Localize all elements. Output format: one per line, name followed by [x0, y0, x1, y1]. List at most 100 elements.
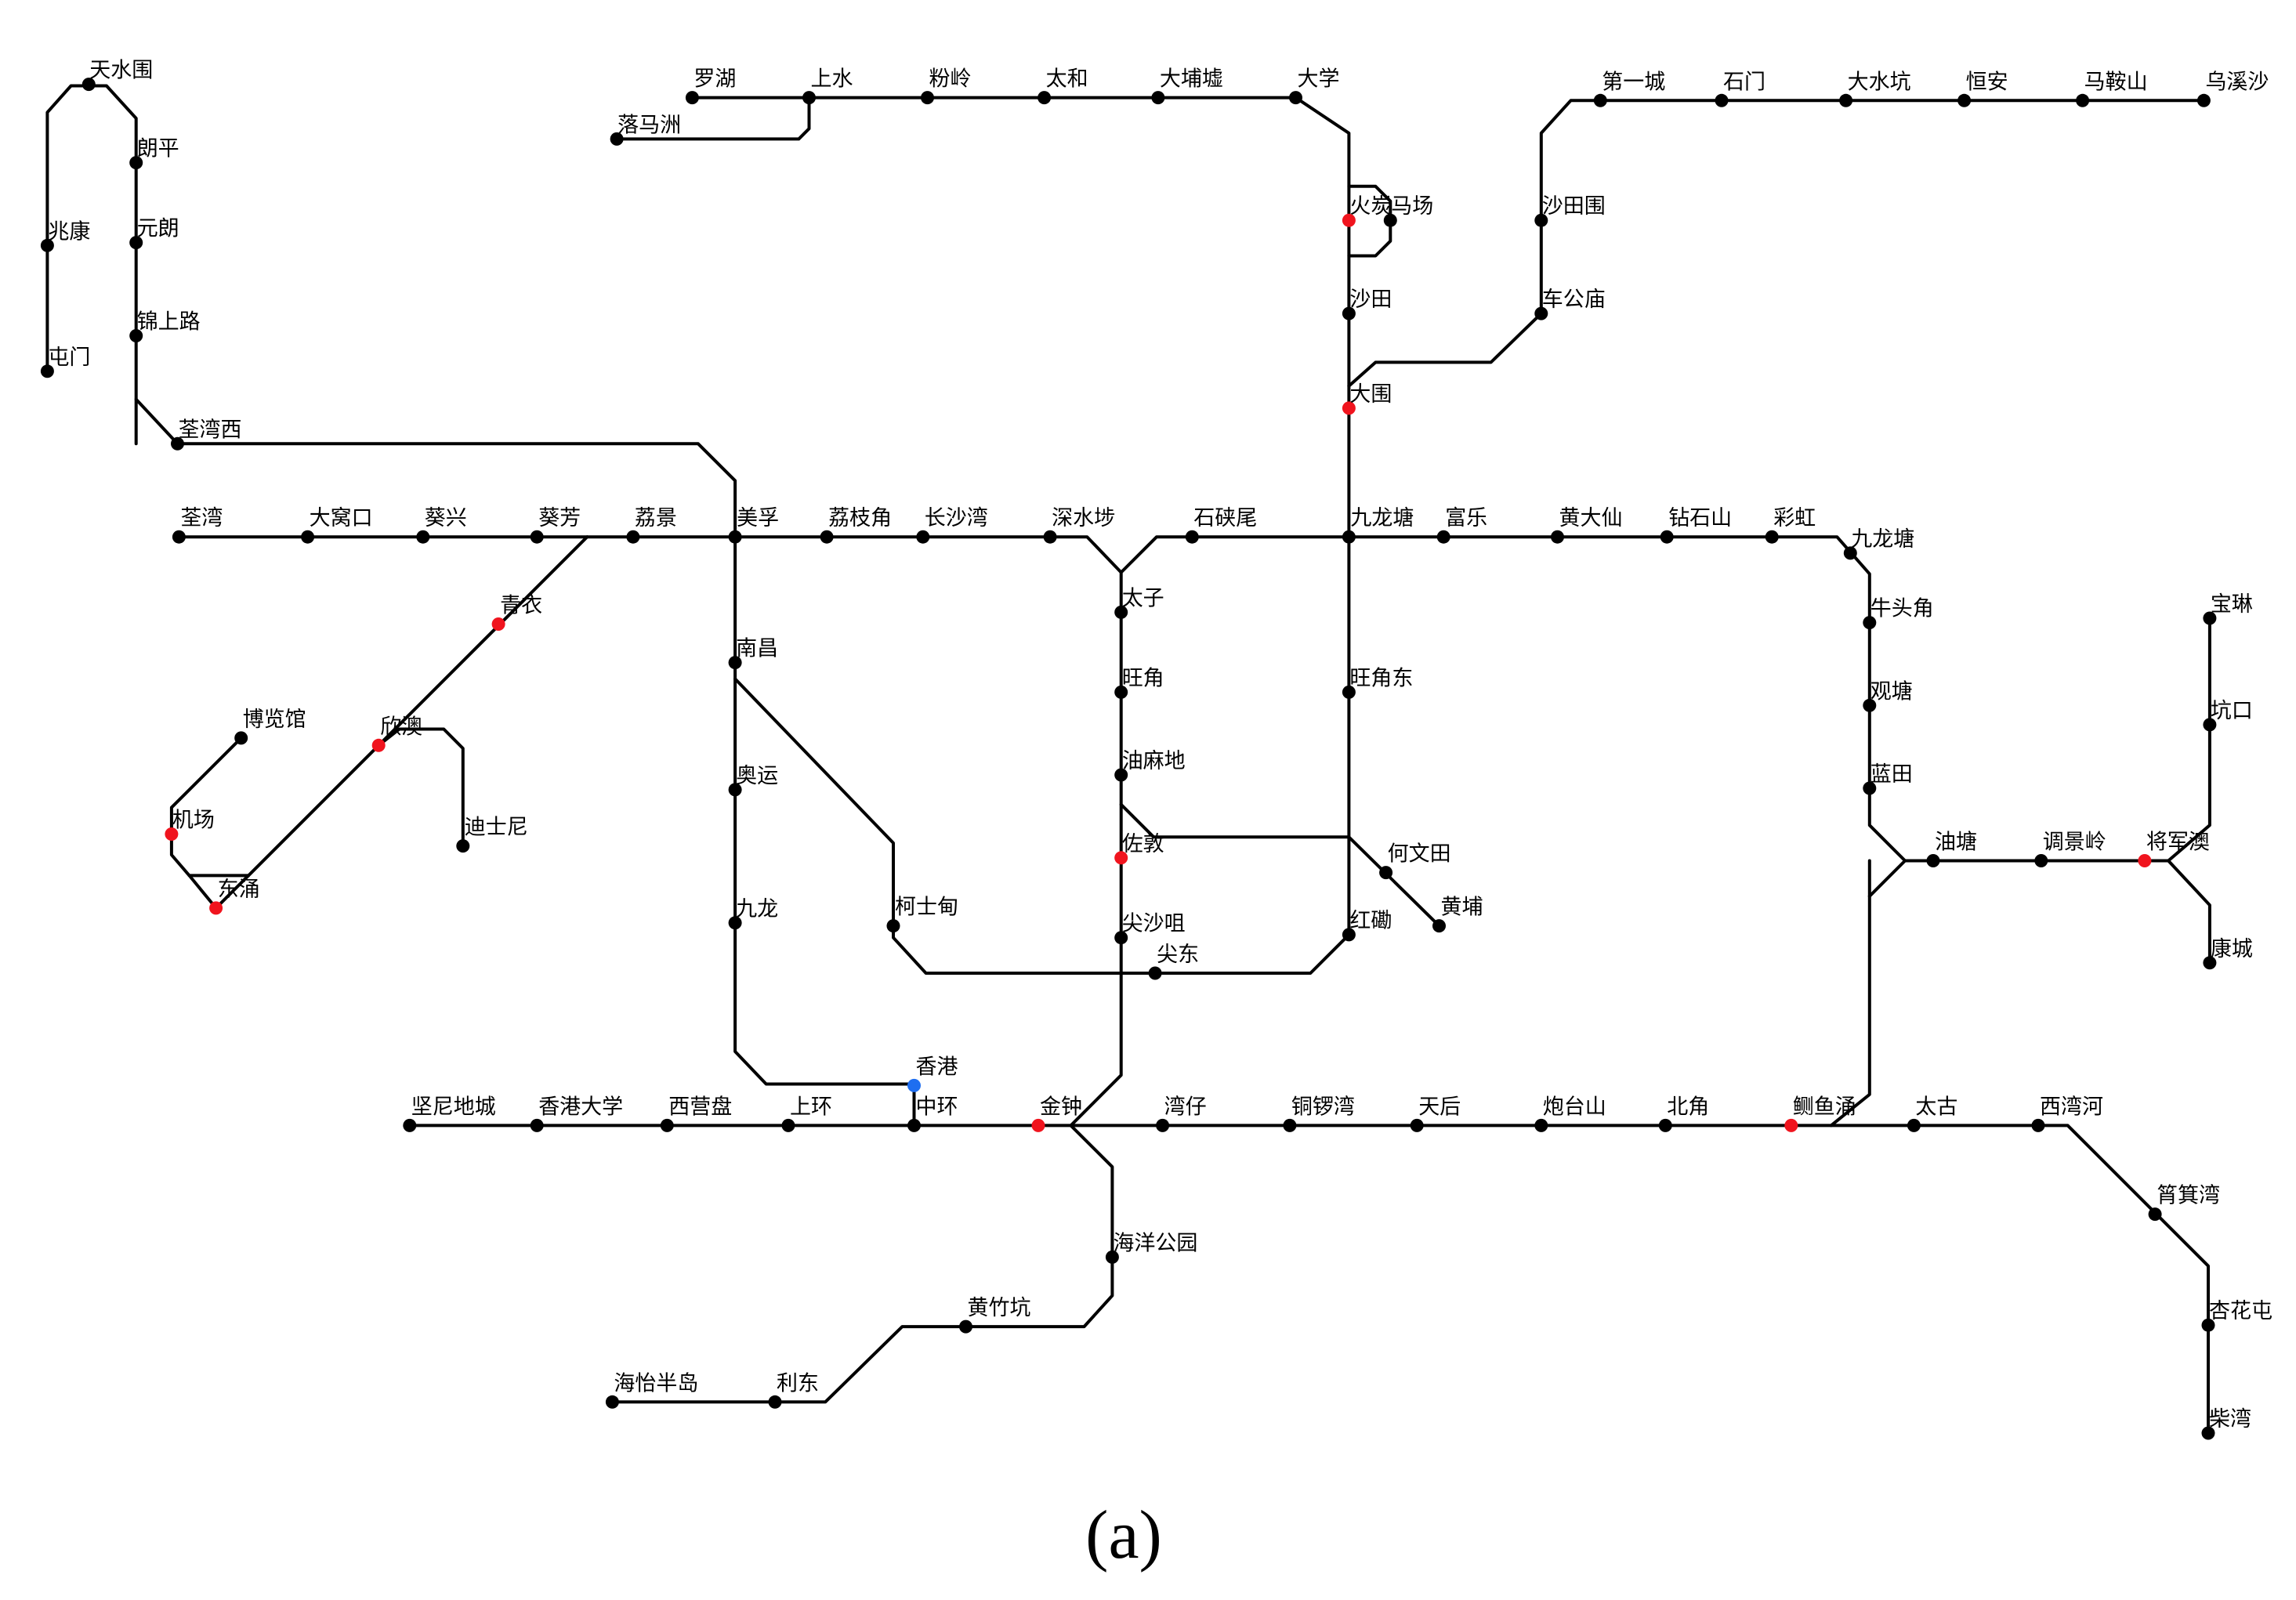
station-marker-shatianwei[interactable]	[1534, 213, 1548, 227]
station-marker-huangzhukeng[interactable]	[959, 1319, 972, 1334]
station-marker-wangjiaodong[interactable]	[1342, 685, 1356, 699]
station-marker-zhaokang[interactable]	[40, 238, 54, 252]
station-marker-guantang[interactable]	[1863, 698, 1877, 712]
station-marker-fenling[interactable]	[921, 91, 934, 105]
station-label-diyicheng: 第一城	[1602, 70, 1665, 94]
station-marker-hewentian[interactable]	[1379, 866, 1393, 880]
station-marker-beijiao[interactable]	[1658, 1118, 1672, 1132]
station-marker-shenshuibu[interactable]	[1043, 530, 1057, 544]
station-marker-wuxisha[interactable]	[2196, 93, 2211, 107]
station-marker-luohu[interactable]	[685, 91, 699, 105]
station-marker-nanchang[interactable]	[728, 656, 742, 670]
station-marker-shatian[interactable]	[1342, 306, 1356, 320]
station-label-shimen: 石门	[1723, 70, 1765, 94]
station-marker-jiulongtang2[interactable]	[1843, 546, 1857, 560]
station-marker-machang[interactable]	[1383, 213, 1397, 227]
station-marker-dishini[interactable]	[456, 839, 470, 853]
station-marker-jinzhong[interactable]	[1031, 1118, 1045, 1132]
station-marker-niutoujiao[interactable]	[1863, 616, 1877, 630]
station-marker-huotan[interactable]	[1342, 213, 1356, 227]
station-label-dishini: 迪士尼	[465, 816, 528, 840]
station-marker-lantian[interactable]	[1863, 781, 1877, 795]
station-marker-kuifang[interactable]	[530, 530, 544, 544]
station-marker-haiyanggongyuan[interactable]	[1105, 1250, 1119, 1264]
station-marker-zhonghuan[interactable]	[907, 1118, 921, 1132]
station-marker-tianshuiwei[interactable]	[81, 78, 96, 92]
station-marker-lidong[interactable]	[768, 1395, 782, 1409]
station-marker-daxue[interactable]	[1289, 91, 1302, 105]
station-marker-dawei[interactable]	[1342, 401, 1356, 415]
station-marker-tianhou[interactable]	[1410, 1118, 1424, 1132]
station-marker-meifu[interactable]	[728, 530, 742, 544]
station-marker-wanzai[interactable]	[1156, 1118, 1170, 1132]
station-marker-quanwanxi[interactable]	[171, 436, 184, 451]
station-marker-caihong[interactable]	[1765, 530, 1779, 544]
station-marker-taihe[interactable]	[1038, 91, 1052, 105]
station-marker-baolin[interactable]	[2203, 611, 2217, 625]
station-marker-changshawan[interactable]	[916, 530, 930, 544]
station-marker-maanshan[interactable]	[2076, 93, 2090, 107]
station-marker-xinghuatun[interactable]	[2201, 1318, 2215, 1332]
station-marker-huangdaxian[interactable]	[1551, 530, 1564, 544]
station-marker-xiyingpan[interactable]	[660, 1118, 674, 1132]
station-marker-shimen[interactable]	[1715, 93, 1729, 107]
station-marker-dashuikeng[interactable]	[1839, 93, 1853, 107]
station-label-luomazhou: 落马洲	[617, 113, 681, 137]
station-marker-jichang[interactable]	[165, 827, 179, 841]
station-marker-qingyi[interactable]	[491, 617, 505, 631]
station-marker-yuanlang[interactable]	[129, 236, 143, 250]
station-marker-luomazhou[interactable]	[610, 132, 624, 146]
station-marker-dabuxu[interactable]	[1151, 91, 1165, 105]
station-marker-jiangjunao[interactable]	[2138, 854, 2152, 867]
station-marker-shixiawei[interactable]	[1185, 530, 1199, 544]
station-marker-aoyun[interactable]	[728, 783, 742, 797]
station-marker-bolanguan[interactable]	[234, 731, 248, 745]
station-marker-zuodun[interactable]	[1114, 851, 1128, 865]
station-marker-quanwan[interactable]	[172, 530, 186, 544]
station-marker-langping[interactable]	[129, 156, 143, 170]
station-marker-keshidian[interactable]	[886, 919, 900, 933]
station-marker-xiwanhe[interactable]	[2031, 1118, 2045, 1132]
station-marker-jiannidicheng[interactable]	[403, 1118, 417, 1132]
station-marker-taigu[interactable]	[1907, 1118, 1921, 1132]
station-marker-wangjiao[interactable]	[1114, 685, 1128, 699]
station-marker-tunmen[interactable]	[40, 364, 54, 378]
station-label-meifu: 美孚	[737, 506, 779, 530]
station-marker-xianggangdaxue[interactable]	[530, 1118, 544, 1132]
station-marker-kengkou[interactable]	[2203, 718, 2217, 732]
station-marker-dawokou[interactable]	[301, 530, 315, 544]
station-marker-hengan[interactable]	[1957, 93, 1972, 107]
station-marker-jiulong[interactable]	[728, 916, 742, 930]
station-marker-xinao[interactable]	[371, 738, 386, 752]
station-marker-fule[interactable]	[1436, 530, 1450, 544]
station-marker-diyicheng[interactable]	[1593, 93, 1607, 107]
station-marker-lizhijiao[interactable]	[820, 530, 834, 544]
station-marker-lijing[interactable]	[626, 530, 640, 544]
station-marker-shanghuan[interactable]	[781, 1118, 795, 1132]
station-marker-kuixing[interactable]	[416, 530, 430, 544]
station-marker-youmadi[interactable]	[1114, 768, 1128, 782]
station-marker-tongluowan[interactable]	[1283, 1118, 1297, 1132]
station-label-aoyun: 奥运	[736, 764, 778, 788]
station-marker-shangshui[interactable]	[802, 91, 816, 105]
station-marker-chegongmiao[interactable]	[1534, 306, 1548, 320]
station-marker-chaiwan[interactable]	[2201, 1426, 2215, 1440]
station-marker-zuanshishan[interactable]	[1660, 530, 1674, 544]
station-marker-paotaishan[interactable]	[1534, 1118, 1548, 1132]
station-labels: 天水围朗平元朗兆康锦上路屯门荃湾西罗湖落马洲上水粉岭太和大埔墟大学火炭马场沙田大…	[48, 59, 2272, 1432]
station-marker-youtang[interactable]	[1926, 854, 1940, 867]
station-marker-kangcheng[interactable]	[2203, 956, 2217, 970]
station-marker-hongkan[interactable]	[1342, 928, 1356, 942]
station-marker-jiandong[interactable]	[1148, 966, 1162, 980]
station-marker-zeiyuyong[interactable]	[1784, 1118, 1798, 1132]
station-marker-xianggang[interactable]	[907, 1078, 921, 1092]
station-marker-jinshanglu[interactable]	[129, 329, 143, 342]
station-marker-shaojiwan[interactable]	[2148, 1207, 2162, 1222]
station-marker-taizi[interactable]	[1114, 605, 1128, 619]
station-marker-huangpu[interactable]	[1432, 919, 1446, 933]
station-marker-haiyibandao[interactable]	[605, 1395, 619, 1409]
station-marker-diaojingling[interactable]	[2034, 854, 2048, 867]
station-marker-jianshazui[interactable]	[1114, 931, 1128, 945]
station-marker-jiulongtang[interactable]	[1342, 530, 1356, 544]
station-marker-dongyong[interactable]	[209, 901, 223, 915]
